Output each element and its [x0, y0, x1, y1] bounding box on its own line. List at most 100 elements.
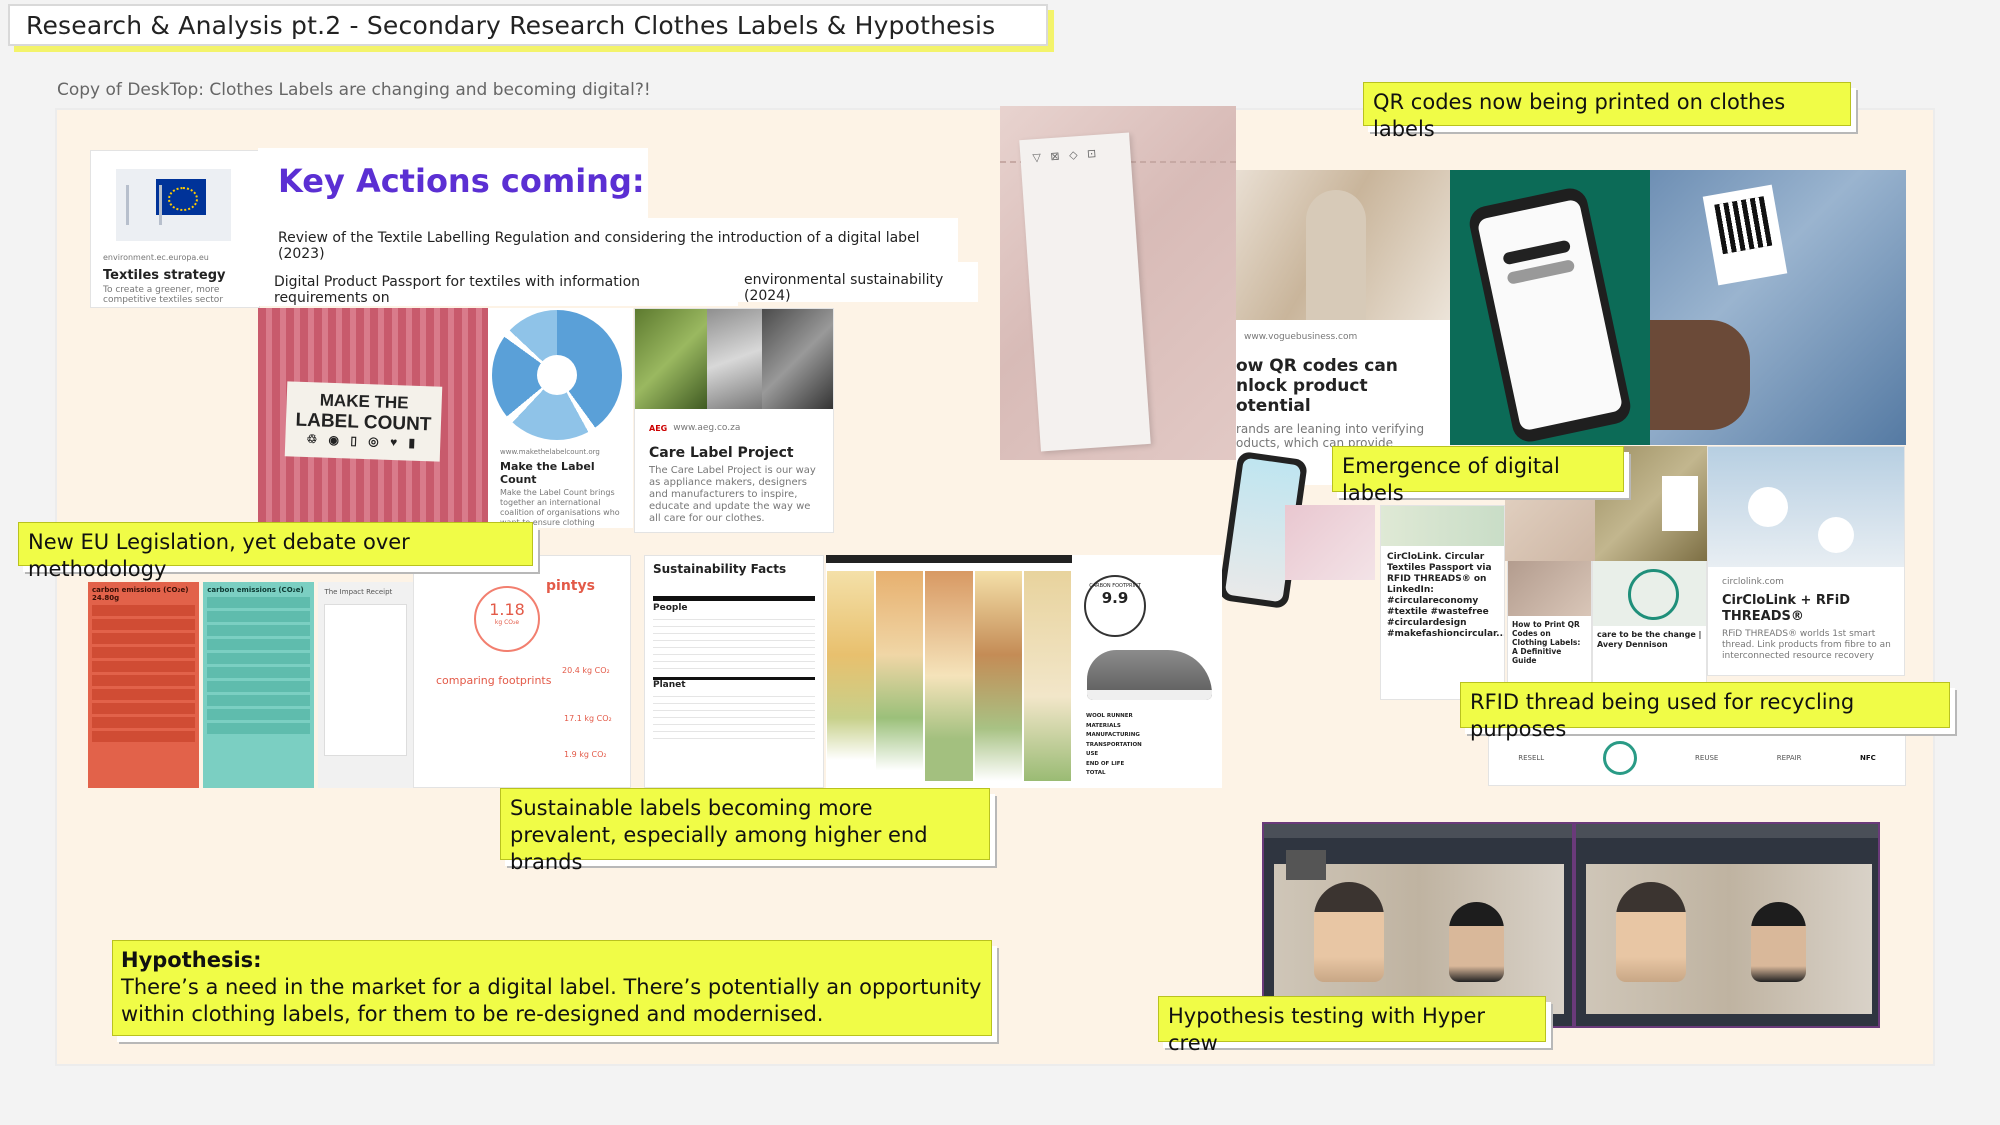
sticky-hypothesis[interactable]: Hypothesis: There’s a need in the market…	[112, 940, 992, 1036]
wash-symbols-icon: ▽ ⊠ ◇ ⊡	[1032, 146, 1100, 165]
facts-people: People	[653, 603, 688, 613]
eu-card-title: Textiles strategy	[103, 268, 226, 283]
footprint-v1: 20.4 kg CO₂	[562, 666, 610, 675]
participant-photo-left	[1274, 864, 1564, 1014]
vogue-site: www.voguebusiness.com	[1244, 332, 1358, 342]
circlolink-card[interactable]: circlolink.com CirCloLink + RFiD THREADS…	[1707, 446, 1905, 676]
footprint-brand: pintys	[546, 578, 595, 594]
footprint-heading: comparing footprints	[436, 674, 552, 687]
label-count-tag: MAKE THE LABEL COUNT ♲ ◉ ▯ ◎ ♥ ▮	[284, 381, 443, 462]
carbon-row: USE	[1086, 751, 1099, 757]
key-actions-card[interactable]: Key Actions coming:	[258, 148, 648, 218]
phone-app-photo[interactable]	[1450, 170, 1650, 445]
qr-print-title: How to Print QR Codes on Clothing Labels…	[1512, 620, 1581, 665]
mlc-site: www.makethelabelcount.org	[500, 448, 600, 456]
aeg-logo: AEG	[649, 423, 668, 433]
vogue-photo	[1236, 170, 1450, 320]
denim-qr-photo[interactable]	[1650, 170, 1906, 445]
carbon-row: TOTAL	[1086, 770, 1106, 776]
emissions-value: 24.80g	[92, 594, 120, 602]
care-label-desc: The Care Label Project is our way as app…	[649, 465, 816, 524]
linkedin-card[interactable]: CirCloLink. Circular Textiles Passport v…	[1380, 505, 1505, 700]
footprint-card[interactable]: 1.18 kg CO₂e pintys comparing footprints…	[413, 555, 631, 788]
shoe-carbon-card[interactable]: CARBON FOOTPRINT 9.9 WOOL RUNNER MATERIAL…	[1072, 555, 1222, 788]
carbon-rows: WOOL RUNNER MATERIALS MANUFACTURING TRANSPO…	[1086, 712, 1142, 779]
rfid-reuse-label: REUSE	[1695, 754, 1719, 762]
rfid-resell-label: RESELL	[1518, 754, 1545, 762]
participant-photo-right	[1586, 864, 1872, 1014]
sticky-qr-codes[interactable]: QR codes now being printed on clothes la…	[1363, 82, 1851, 141]
eu-flag-icon	[116, 169, 231, 241]
impact-receipt-title: The Impact Receipt	[324, 588, 393, 596]
circlolink-desc: RFiD THREADS® worlds 1st smart thread. L…	[1722, 629, 1891, 661]
emissions-labels[interactable]: carbon emissions (CO₂e) 24.80g carbon em…	[88, 582, 414, 788]
cotton-photo	[1708, 447, 1904, 567]
phone-icon	[1466, 185, 1634, 445]
nfc-label: NFC	[1859, 754, 1876, 762]
footprint-unit: kg CO₂e	[494, 619, 520, 626]
care-label-card[interactable]: AEG www.aeg.co.za Care Label Project The…	[634, 308, 834, 533]
footprint-circle: 1.18 kg CO₂e	[474, 586, 540, 652]
emissions-title-2: carbon emissions (CO₂e)	[207, 586, 304, 594]
sticky-hypothesis-testing[interactable]: Hypothesis testing with Hyper crew	[1158, 996, 1546, 1055]
sticky-digital-labels[interactable]: Emergence of digital labels	[1332, 446, 1624, 505]
board-title[interactable]: Research & Analysis pt.2 - Secondary Res…	[8, 4, 1048, 46]
sticky-rfid[interactable]: RFID thread being used for recycling pur…	[1460, 682, 1950, 741]
facts-title: Sustainability Facts	[653, 562, 787, 576]
sticky-sustainable-labels[interactable]: Sustainable labels becoming more prevale…	[500, 788, 990, 874]
footprint-v3: 1.9 kg CO₂	[564, 750, 607, 759]
shoe-icon	[1087, 650, 1212, 700]
sticky-eu-legislation[interactable]: New EU Legislation, yet debate over meth…	[18, 522, 533, 581]
hypothesis-heading: Hypothesis:	[121, 948, 262, 972]
impact-receipt: The Impact Receipt	[318, 582, 414, 788]
hypothesis-body: There’s a need in the market for a digit…	[121, 975, 982, 1026]
eu-card-desc: To create a greener, more competitive te…	[103, 285, 224, 305]
key-actions-line2b: environmental sustainability (2024)	[738, 262, 978, 302]
mlc-title: Make the Label Count	[500, 460, 595, 486]
care-label-site: www.aeg.co.za	[673, 423, 741, 433]
footprint-v2: 17.1 kg CO₂	[564, 714, 612, 723]
avery-diagram	[1593, 561, 1706, 626]
emissions-label-red: carbon emissions (CO₂e) 24.80g	[88, 582, 200, 788]
circlolink-title: CirCloLink + RFiD THREADS®	[1722, 593, 1851, 624]
frame-title[interactable]: Copy of DeskTop: Clothes Labels are chan…	[57, 80, 651, 100]
avery-title: care to be the change | Avery Dennison	[1597, 630, 1702, 649]
vogue-title: ow QR codes can nlock product otential	[1236, 356, 1398, 416]
emissions-label-teal: carbon emissions (CO₂e)	[203, 582, 315, 788]
carbon-badge-value: 9.9	[1101, 589, 1129, 607]
make-label-count-photo[interactable]: MAKE THE LABEL COUNT ♲ ◉ ▯ ◎ ♥ ▮	[258, 308, 488, 528]
color-table-image[interactable]	[826, 555, 1072, 788]
carbon-row: END OF LIFE	[1086, 760, 1125, 767]
qr-tag-icon	[1662, 476, 1698, 531]
carbon-row: MATERIALS	[1086, 722, 1121, 729]
eu-strategy-card[interactable]: environment.ec.europa.eu Textiles strate…	[90, 150, 260, 308]
video-call-right[interactable]	[1574, 822, 1880, 1028]
emissions-title: carbon emissions (CO₂e)	[92, 586, 189, 594]
sustainability-facts-card[interactable]: Sustainability Facts People Planet	[644, 555, 824, 788]
care-label-title: Care Label Project	[649, 445, 794, 461]
rfid-cycle-icon	[1602, 741, 1637, 775]
qr-code-icon	[1702, 184, 1788, 286]
carbon-footprint-badge: CARBON FOOTPRINT 9.9	[1084, 575, 1146, 637]
key-actions-heading: Key Actions coming:	[278, 162, 645, 200]
rfid-repair-label: REPAIR	[1776, 754, 1802, 762]
video-call-left[interactable]	[1262, 822, 1574, 1028]
vogue-business-card[interactable]: www.voguebusiness.com ow QR codes can nl…	[1236, 170, 1450, 485]
linkedin-title: CirCloLink. Circular Textiles Passport v…	[1387, 552, 1505, 639]
carbon-badge-label: CARBON FOOTPRINT	[1089, 583, 1141, 589]
facts-planet: Planet	[653, 680, 686, 690]
key-actions-line2: Digital Product Passport for textiles wi…	[258, 262, 738, 306]
carbon-row: TRANSPORTATION	[1086, 741, 1142, 748]
carbon-row: WOOL RUNNER	[1086, 713, 1133, 719]
care-tag: ▽ ⊠ ◇ ⊡	[1019, 132, 1151, 452]
pink-care-label-photo[interactable]: ▽ ⊠ ◇ ⊡	[1000, 106, 1236, 460]
footprint-value: 1.18	[489, 600, 525, 619]
circlolink-site: circlolink.com	[1722, 577, 1784, 587]
make-label-count-card[interactable]: www.makethelabelcount.org Make the Label…	[488, 308, 633, 528]
pink-product-photo	[1285, 505, 1375, 580]
carbon-row: MANUFACTURING	[1086, 732, 1140, 738]
eu-card-site: environment.ec.europa.eu	[103, 253, 209, 262]
mlc-desc: Make the Label Count brings together an …	[500, 488, 620, 527]
rfid-diagram-strip[interactable]: RESELL REUSE REPAIR NFC	[1488, 730, 1906, 786]
key-actions-line1: Review of the Textile Labelling Regulati…	[258, 218, 958, 262]
